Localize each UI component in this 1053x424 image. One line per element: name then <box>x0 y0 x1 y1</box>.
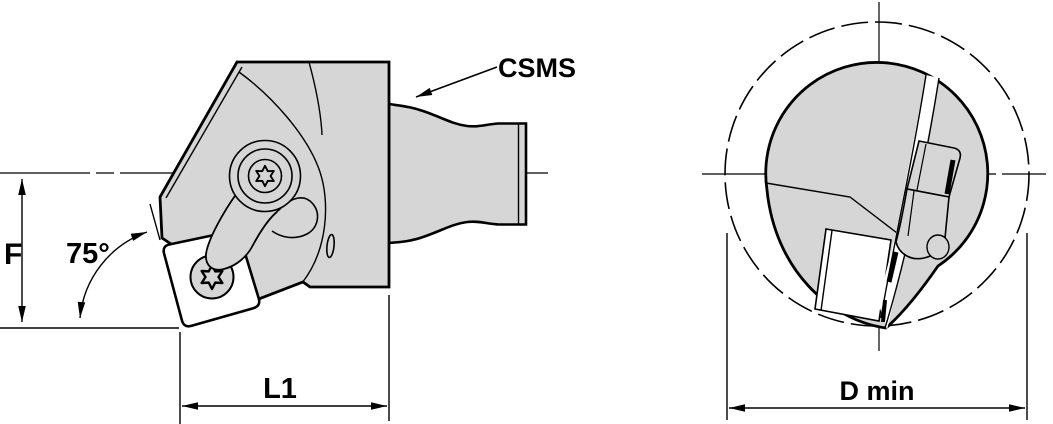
front-clamp-inner-line-1 <box>907 190 915 237</box>
pocket-face-line <box>765 182 898 234</box>
label-d-min: D min <box>839 376 914 406</box>
edge-shade-mark-1 <box>944 159 956 195</box>
angle-extension-tick <box>149 203 161 241</box>
head-face-curve <box>238 71 327 284</box>
label-csms: CSMS <box>498 53 576 83</box>
insert-edge-line-left <box>880 74 927 319</box>
clamp-lobe <box>271 197 319 239</box>
side-view: F 75° L1 CSMS <box>0 53 576 424</box>
label-lead-angle: 75° <box>66 238 110 270</box>
angle-arc <box>77 231 148 319</box>
shank-outline <box>387 102 528 245</box>
label-l1: L1 <box>263 373 297 405</box>
head-top-curve <box>308 61 323 136</box>
head-chamfer-line <box>165 66 243 199</box>
label-f: F <box>4 238 22 271</box>
edge-shade-mark-2 <box>886 251 899 283</box>
front-clamp-inner-line-2 <box>916 143 927 191</box>
clamp-screw-head <box>247 158 283 194</box>
front-view: D min <box>702 2 1046 420</box>
front-clamp-screw <box>926 234 950 260</box>
pin-sliver <box>326 233 335 259</box>
pocket-slot-inner-line <box>820 230 833 311</box>
csms-leader-line <box>415 66 498 98</box>
pocket-slot <box>814 228 892 322</box>
clamp-torx-icon <box>255 164 275 188</box>
edge-shade-mark-3 <box>881 299 887 323</box>
insert-torx-icon <box>200 263 224 291</box>
